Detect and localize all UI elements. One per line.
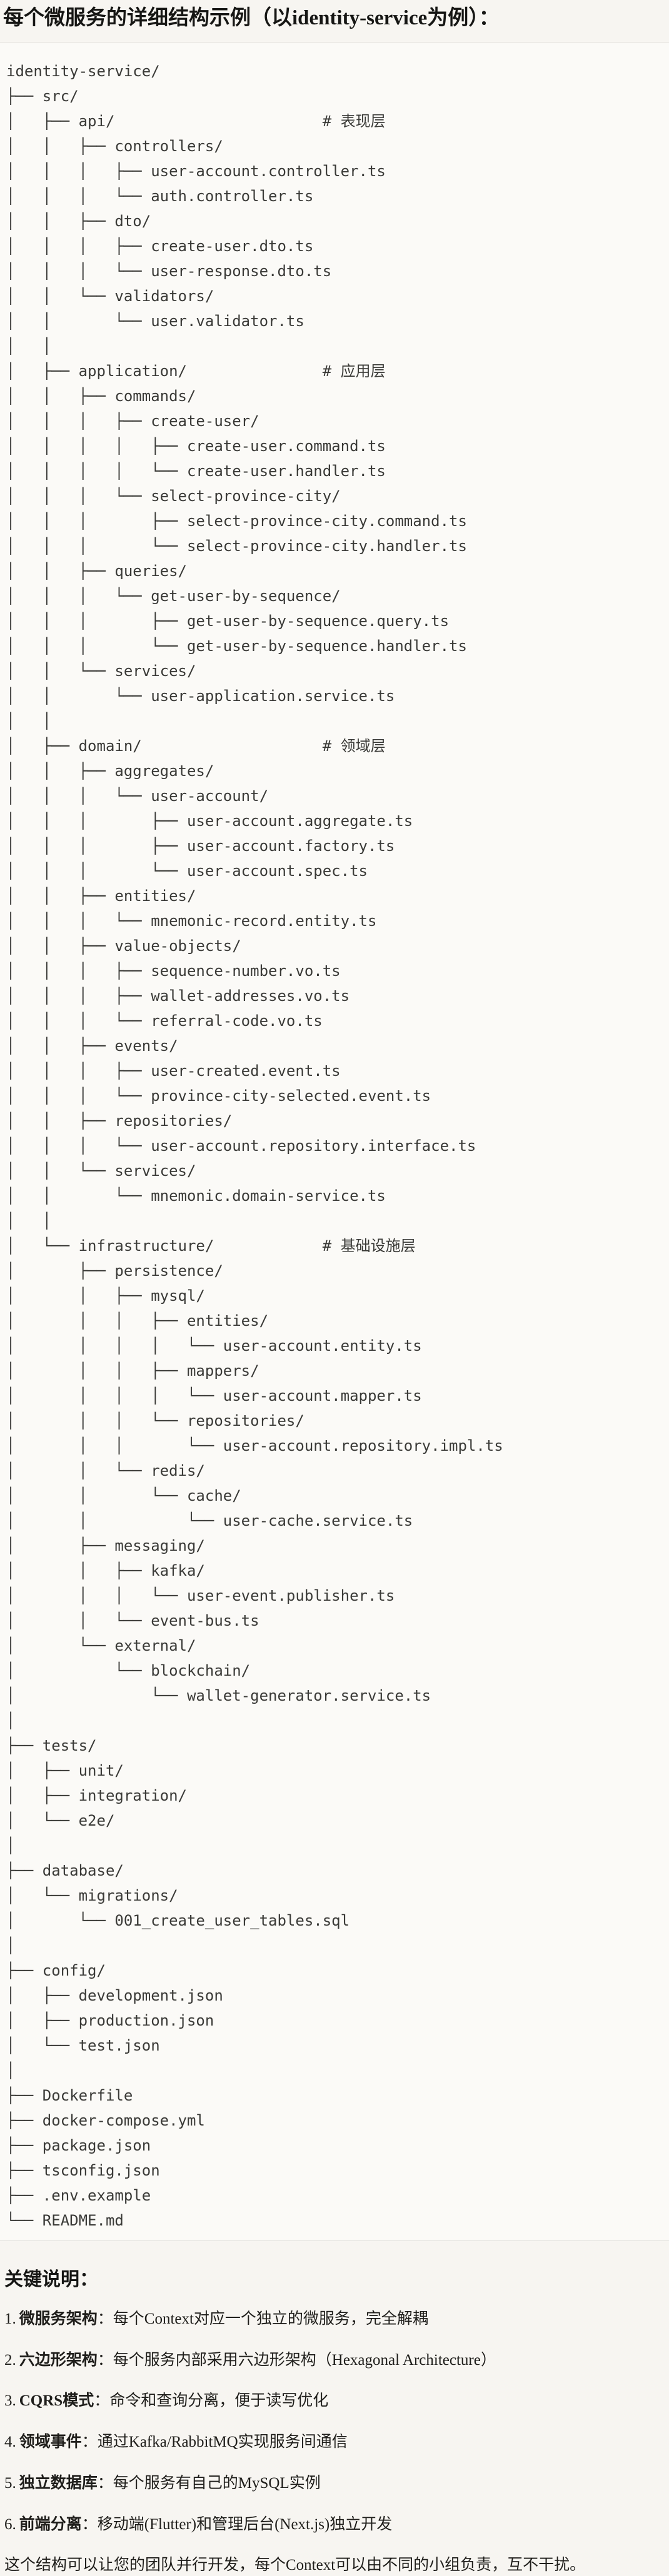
key-notes-section: 关键说明： 1.微服务架构：每个Context对应一个独立的微服务，完全解耦 2…	[0, 2264, 669, 2576]
note-item-microservices: 1.微服务架构：每个Context对应一个独立的微服务，完全解耦	[4, 2309, 664, 2330]
note-number: 6.	[4, 2515, 16, 2533]
note-item-frontend-separation: 6.前端分离：移动端(Flutter)和管理后台(Next.js)独立开发	[4, 2514, 664, 2535]
note-desc: ：每个服务有自己的MySQL实例	[97, 2474, 321, 2492]
note-number: 4.	[4, 2434, 16, 2451]
note-item-domain-events: 4.领域事件：通过Kafka/RabbitMQ实现服务间通信	[4, 2432, 664, 2453]
note-desc: ：命令和查询分离，便于读写优化	[94, 2392, 329, 2410]
note-desc: ：每个Context对应一个独立的微服务，完全解耦	[97, 2310, 428, 2327]
directory-tree-code-block: identity-service/ ├── src/ │ ├── api/ # …	[0, 41, 669, 2241]
note-desc: ：通过Kafka/RabbitMQ实现服务间通信	[81, 2434, 348, 2451]
note-number: 1.	[4, 2310, 16, 2327]
note-item-hexagonal: 2.六边形架构：每个服务内部采用六边形架构（Hexagonal Architec…	[4, 2350, 664, 2371]
note-item-independent-db: 5.独立数据库：每个服务有自己的MySQL实例	[4, 2473, 664, 2494]
note-term: 前端分离	[19, 2515, 82, 2533]
closing-paragraph: 这个结构可以让您的团队并行开发，每个Context可以由不同的小组负责，互不干扰…	[4, 2557, 586, 2574]
directory-tree: identity-service/ ├── src/ │ ├── api/ # …	[6, 62, 503, 2229]
key-notes-heading: 关键说明：	[4, 2269, 98, 2290]
note-number: 5.	[4, 2474, 16, 2492]
note-term: CQRS模式	[19, 2392, 94, 2410]
note-number: 2.	[4, 2351, 16, 2369]
note-desc: ：每个服务内部采用六边形架构（Hexagonal Architecture）	[97, 2351, 496, 2369]
note-term: 六边形架构	[19, 2351, 98, 2369]
note-term: 独立数据库	[19, 2474, 98, 2492]
note-desc: ：移动端(Flutter)和管理后台(Next.js)独立开发	[81, 2515, 393, 2533]
note-number: 3.	[4, 2392, 16, 2410]
note-item-cqrs: 3.CQRS模式：命令和查询分离，便于读写优化	[4, 2390, 664, 2412]
page-title: 每个微服务的详细结构示例（以identity-service为例）：	[3, 7, 500, 29]
note-term: 微服务架构	[19, 2310, 98, 2327]
note-term: 领域事件	[19, 2434, 82, 2451]
